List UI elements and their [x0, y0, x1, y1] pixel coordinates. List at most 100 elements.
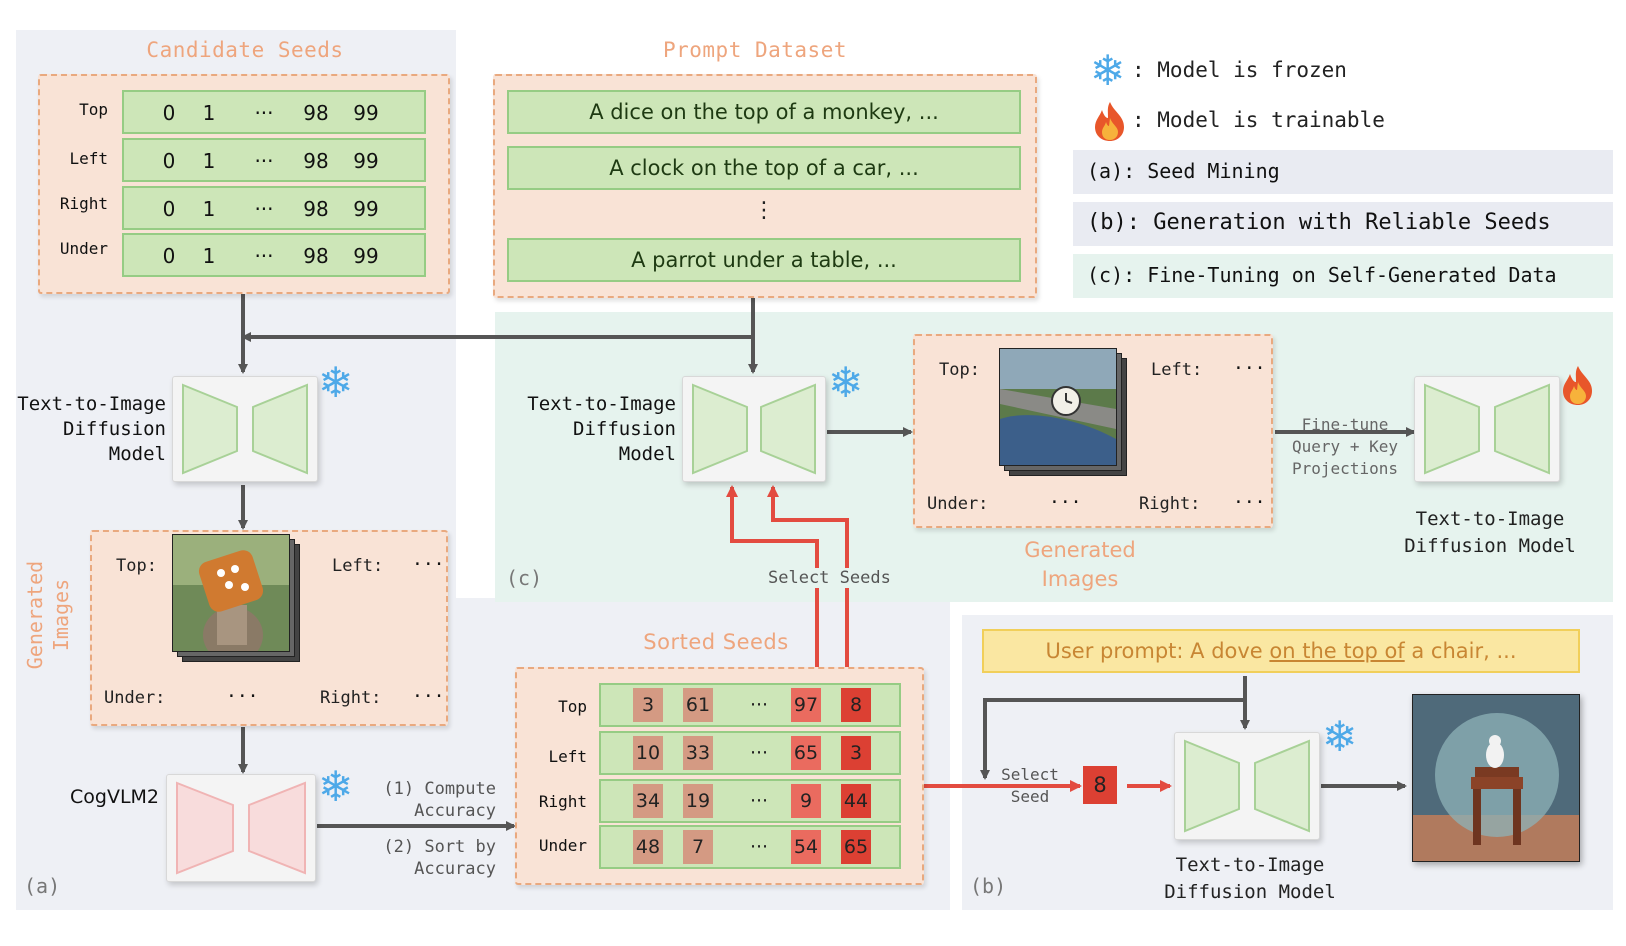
sorted-seed: 48 — [633, 830, 663, 864]
img-c-right-label: Right: — [1139, 494, 1201, 514]
sorted-row-right: 34 19 ··· 9 44 — [599, 779, 901, 823]
img-a-top-label: Top: — [116, 556, 157, 576]
img-a-ellipsis: ··· — [412, 554, 445, 575]
generated-images-c-label: Generated Images — [1000, 536, 1160, 594]
cand-seed: 98 — [303, 197, 329, 221]
model-b-snowflake-icon: ❄ — [1322, 712, 1358, 761]
cand-seed: 0 — [162, 197, 176, 221]
legend-trainable-text: : Model is trainable — [1132, 108, 1385, 132]
cand-seed: 1 — [202, 101, 216, 125]
sorted-row-top: 3 61 ··· 97 8 — [599, 683, 901, 727]
diffusion-model-b — [1174, 732, 1320, 840]
cogvlm-snowflake-icon: ❄ — [318, 762, 354, 811]
cand-row-label-under: Under — [59, 239, 108, 258]
select-seed-line1: Select — [1001, 765, 1059, 784]
cand-seed: 98 — [303, 101, 329, 125]
select-seed-label: Select Seed — [995, 764, 1065, 808]
sorted-seed: 61 — [683, 688, 713, 722]
diffusion-model-a — [172, 376, 318, 482]
sorted-row-label-top: Top — [558, 697, 587, 716]
red-arrow-select-seeds-2 — [767, 485, 849, 667]
generated-images-a-box: Top: Left: ··· Under: ··· Right: ··· — [90, 530, 448, 726]
user-prompt-suffix: a chair, ... — [1404, 639, 1517, 663]
sorted-seed: 65 — [841, 830, 871, 864]
dice-monkey-image — [172, 534, 290, 652]
prompt-vdots: ⋮ — [753, 198, 775, 223]
model-a-label: Text-to-Image Diffusion Model — [16, 392, 166, 467]
model-b-label-line2: Diffusion Model — [1164, 881, 1336, 903]
legend-b: (b): Generation with Reliable Seeds — [1073, 202, 1613, 246]
legend-a: (a): Seed Mining — [1073, 150, 1613, 194]
dove-chair-image — [1412, 694, 1580, 862]
compute-accuracy-line2: Accuracy — [414, 801, 496, 821]
user-prompt-box: User prompt: A dove on the top of a chai… — [982, 629, 1580, 673]
cogvlm-model — [166, 774, 316, 882]
cand-seed: 1 — [202, 149, 216, 173]
cand-row-top: 0 1 ··· 98 99 — [122, 90, 426, 134]
selected-seed-value: 8 — [1083, 766, 1117, 804]
img-a-ellipsis: ··· — [226, 686, 259, 707]
sorted-row-label-under: Under — [538, 836, 587, 855]
finetuned-model-line1: Text-to-Image — [1415, 508, 1565, 530]
finetuned-flame-icon — [1563, 366, 1592, 405]
finetuned-model-line2: Diffusion Model — [1404, 535, 1576, 557]
model-a-snowflake-icon: ❄ — [318, 358, 354, 407]
sort-accuracy-line2: Accuracy — [414, 859, 496, 879]
cand-ellipsis: ··· — [254, 149, 274, 173]
sort-accuracy-label: (2) Sort by Accuracy — [376, 836, 496, 880]
prompt-dataset-title: Prompt Dataset — [662, 38, 847, 62]
generated-images-c-box: Top: Left: ··· Under: ··· Right: ··· — [913, 334, 1273, 528]
arrow-user-prompt-select — [980, 698, 1245, 780]
panel-c-tag: (c) — [506, 566, 543, 590]
cand-seed: 99 — [353, 197, 379, 221]
sorted-seed: 44 — [841, 784, 871, 818]
img-a-right-label: Right: — [320, 688, 382, 708]
sorted-row-under: 48 7 ··· 54 65 — [599, 825, 901, 869]
model-c-label-line3: Model — [618, 443, 676, 465]
generated-images-a-line1: Generated — [23, 560, 47, 670]
img-c-ellipsis: ··· — [1233, 358, 1266, 379]
user-prompt-prefix: User prompt: A dove — [1045, 639, 1270, 663]
model-c-label-line1: Text-to-Image — [527, 393, 676, 415]
model-c-label: Text-to-Image Diffusion Model — [506, 392, 676, 467]
img-c-ellipsis: ··· — [1233, 492, 1266, 513]
legend-c: (c): Fine-Tuning on Self-Generated Data — [1073, 254, 1613, 298]
cand-seed: 99 — [353, 101, 379, 125]
cand-seed: 1 — [202, 244, 216, 268]
candidate-seeds-box: Top 0 1 ··· 98 99 Left 0 1 ··· 98 99 Rig… — [38, 74, 450, 294]
img-c-left-label: Left: — [1151, 360, 1203, 380]
img-c-ellipsis: ··· — [1049, 492, 1082, 513]
model-c-snowflake-icon: ❄ — [828, 358, 864, 407]
cand-seed: 0 — [162, 101, 176, 125]
legend-frozen-text: : Model is frozen — [1132, 58, 1347, 82]
cand-row-label-top: Top — [79, 100, 108, 119]
sorted-seed: 3 — [841, 736, 871, 770]
cand-ellipsis: ··· — [254, 244, 274, 268]
sorted-seed: 33 — [683, 736, 713, 770]
model-c-label-line2: Diffusion — [573, 418, 676, 440]
cand-row-label-left: Left — [69, 149, 108, 168]
sorted-seed: 97 — [791, 688, 821, 722]
sorted-seeds-box: Top 3 61 ··· 97 8 Left 10 33 ··· 65 3 Ri… — [515, 667, 924, 885]
sorted-seed: 3 — [633, 688, 663, 722]
sorted-row-label-left: Left — [548, 747, 587, 766]
prompt-dataset-box: A dice on the top of a monkey, ... A clo… — [493, 74, 1037, 298]
sorted-seed: 10 — [633, 736, 663, 770]
user-prompt-relation: on the top of — [1269, 639, 1405, 663]
sorted-row-left: 10 33 ··· 65 3 — [599, 731, 901, 775]
prompt-item: A dice on the top of a monkey, ... — [507, 90, 1021, 134]
cogvlm-label: CogVLM2 — [70, 786, 160, 808]
panel-b-tag: (b) — [970, 874, 1007, 898]
legend-snowflake-icon: ❄ — [1090, 46, 1126, 95]
sorted-ellipsis: ··· — [749, 790, 769, 812]
cand-seed: 98 — [303, 244, 329, 268]
prompt-item: A clock on the top of a car, ... — [507, 146, 1021, 190]
generated-images-c-line1: Generated — [1024, 538, 1136, 562]
finetune-line1: Fine-tune — [1301, 415, 1389, 434]
candidate-seeds-title: Candidate Seeds — [146, 38, 344, 62]
generated-images-c-line2: Images — [1041, 567, 1119, 591]
compute-accuracy-line1: (1) Compute — [383, 779, 496, 799]
cand-seed: 98 — [303, 149, 329, 173]
cand-ellipsis: ··· — [254, 101, 274, 125]
